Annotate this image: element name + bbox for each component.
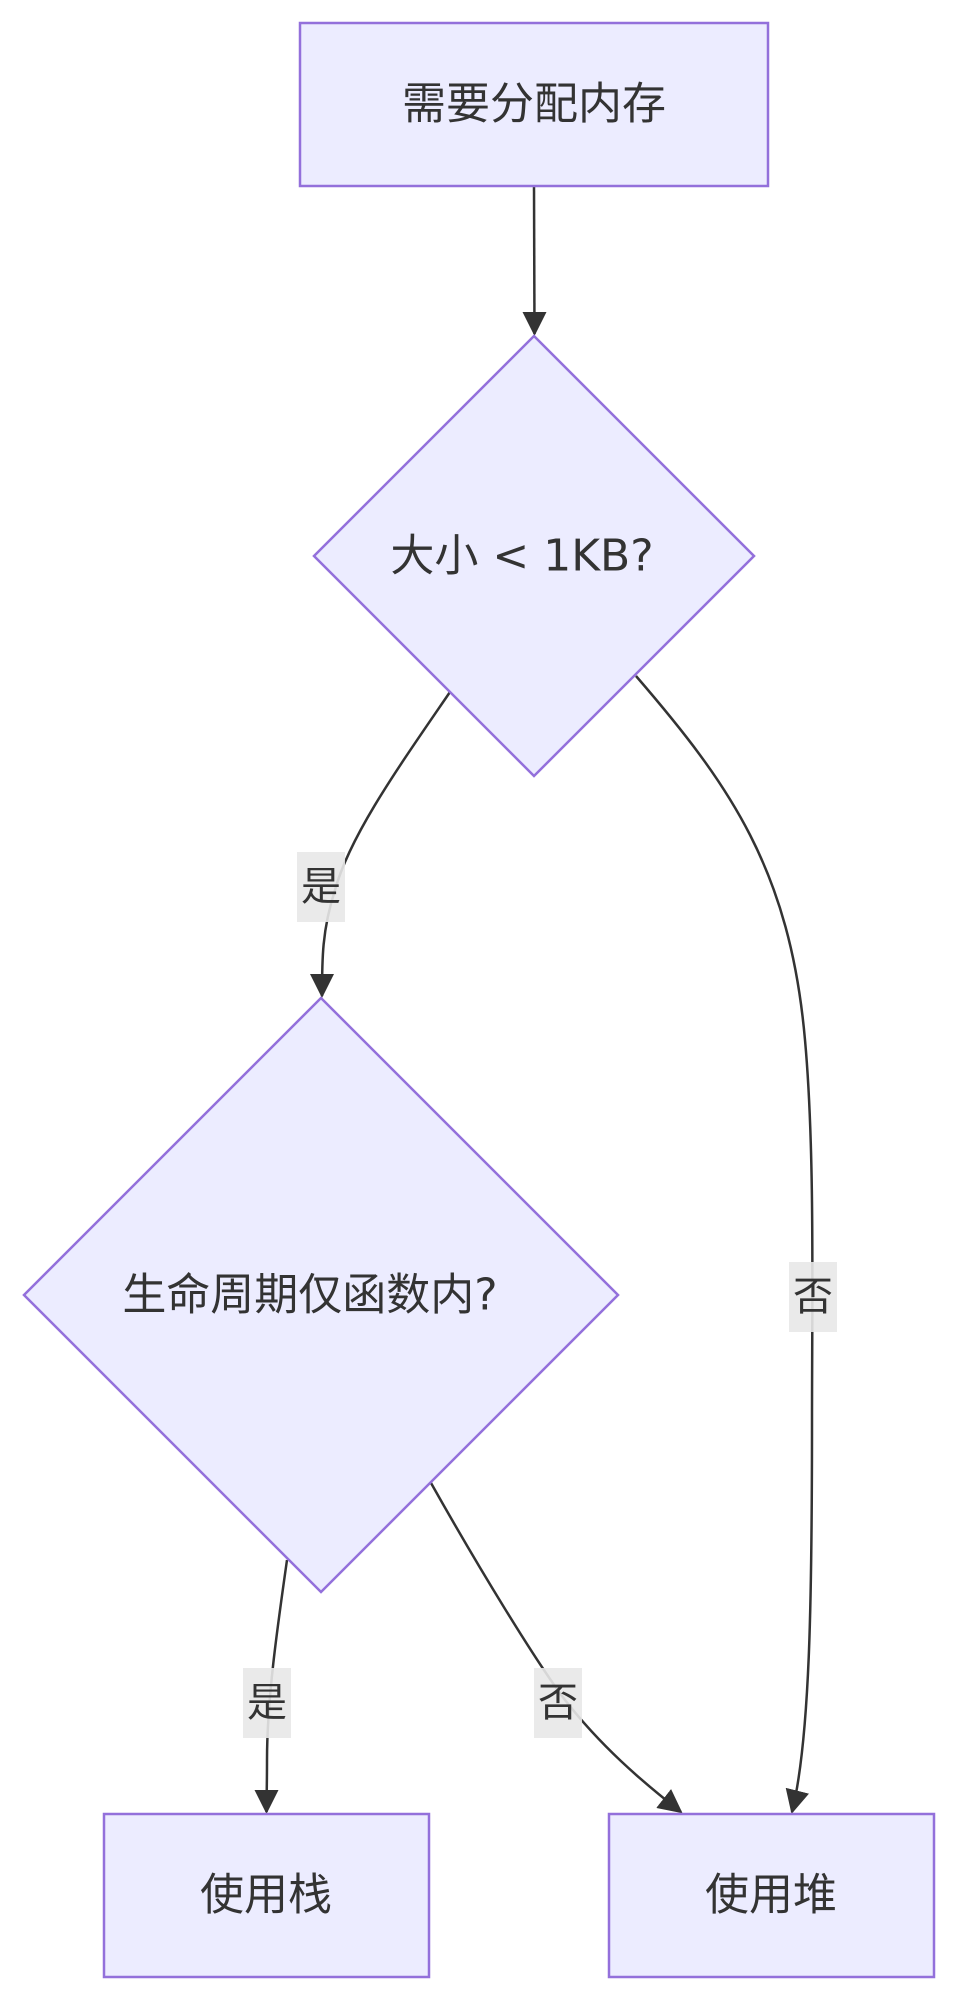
- node-decision-size-label: 大小 < 1KB?: [390, 531, 653, 582]
- edge-size-no: [635, 675, 814, 1814]
- edge-label-lifetime-yes-text: 是: [247, 1680, 287, 1726]
- node-decision-lifetime-label: 生命周期仅函数内?: [122, 1270, 497, 1321]
- edge-label-size-yes-text: 是: [301, 864, 341, 910]
- node-start-label: 需要分配内存: [402, 79, 666, 130]
- node-use-stack-label: 使用栈: [200, 1870, 332, 1921]
- edge-label-lifetime-no-text: 否: [538, 1680, 578, 1726]
- node-decision-size: 大小 < 1KB?: [312, 334, 756, 778]
- edge-size-yes: [310, 691, 452, 998]
- edge-lifetime-no: [429, 1482, 683, 1814]
- edge-label-lifetime-no: 否: [534, 1668, 582, 1738]
- edge-start-to-size: [522, 185, 547, 336]
- node-use-heap: 使用堆: [607, 1812, 936, 1979]
- edge-label-size-no: 否: [789, 1262, 837, 1332]
- edge-label-lifetime-yes: 是: [243, 1668, 291, 1738]
- node-use-stack: 使用栈: [102, 1812, 431, 1979]
- node-start: 需要分配内存: [298, 21, 770, 188]
- node-decision-lifetime: 生命周期仅函数内?: [22, 996, 620, 1594]
- edge-label-size-no-text: 否: [793, 1274, 833, 1320]
- node-use-heap-label: 使用堆: [705, 1870, 837, 1921]
- edge-label-size-yes: 是: [297, 852, 345, 922]
